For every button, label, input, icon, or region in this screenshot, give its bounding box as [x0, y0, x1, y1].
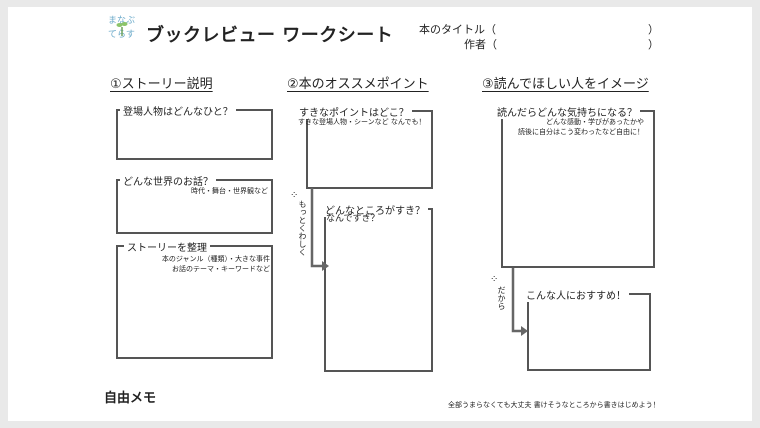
characters-label: 登場人物はどんなひと？ [120, 103, 236, 118]
free-memo-area[interactable] [104, 404, 434, 418]
world-hint: 時代・舞台・世界観など [191, 187, 268, 195]
world-label: どんな世界のお話？ [120, 173, 216, 188]
sprout-icon [116, 22, 128, 36]
author-label: 作者（ [464, 38, 497, 51]
why-like-label-2: なんですき？ [326, 214, 380, 224]
section-reader-heading: ③読んでほしい人をイメージ [482, 77, 649, 92]
feeling-hint-1: どんな感動・学びがあったかや [546, 118, 644, 126]
more-detail-text: もっとくわしく [298, 200, 307, 256]
author-close: ） [648, 38, 659, 51]
why-like-label-1: どんなところがすき？ [322, 202, 428, 217]
recommend-box[interactable] [527, 293, 651, 371]
logo: まなぶ てらす [104, 12, 140, 46]
sparkle-icon: ⁘ [290, 190, 299, 201]
page-title: ブックレビュー ワークシート [146, 25, 394, 46]
favorite-point-label: すきなポイントはどこ？ [296, 104, 412, 119]
story-label: ストーリーを整理 [124, 239, 210, 254]
book-title-label: 本のタイトル（ [419, 23, 496, 36]
why-like-box[interactable] [324, 208, 433, 372]
logo-text-top: まなぶ [108, 16, 136, 26]
sparkle-icon: ⁘ [490, 274, 499, 285]
book-title-close: ） [648, 23, 659, 36]
feeling-hint-2: 読後に自分はこう変わったなど自由に！ [518, 128, 644, 136]
section-story-heading: ①ストーリー説明 [110, 77, 213, 92]
therefore-arrow-icon [511, 268, 528, 336]
recommend-label: こんな人におすすめ！ [523, 287, 629, 302]
author-field[interactable] [496, 37, 646, 51]
therefore-text: だから [497, 286, 506, 310]
feeling-label: 読んだらどんな気持ちになる？ [494, 104, 640, 119]
favorite-point-hint: すきな登場人物・シーンなど なんでも！ [298, 118, 426, 126]
story-hint-2: お話のテーマ・キーワードなど [172, 265, 270, 273]
free-memo-heading: 自由メモ [104, 391, 157, 406]
footer-note: 全部うまらなくても大丈夫 書けそうなところから書きはじめよう！ [448, 401, 660, 409]
story-hint-1: 本のジャンル（種類）・大きな事件 [161, 255, 270, 263]
book-title-field[interactable] [496, 22, 646, 36]
more-detail-arrow-icon [310, 188, 329, 271]
section-points-heading: ②本のオススメポイント [287, 77, 429, 92]
